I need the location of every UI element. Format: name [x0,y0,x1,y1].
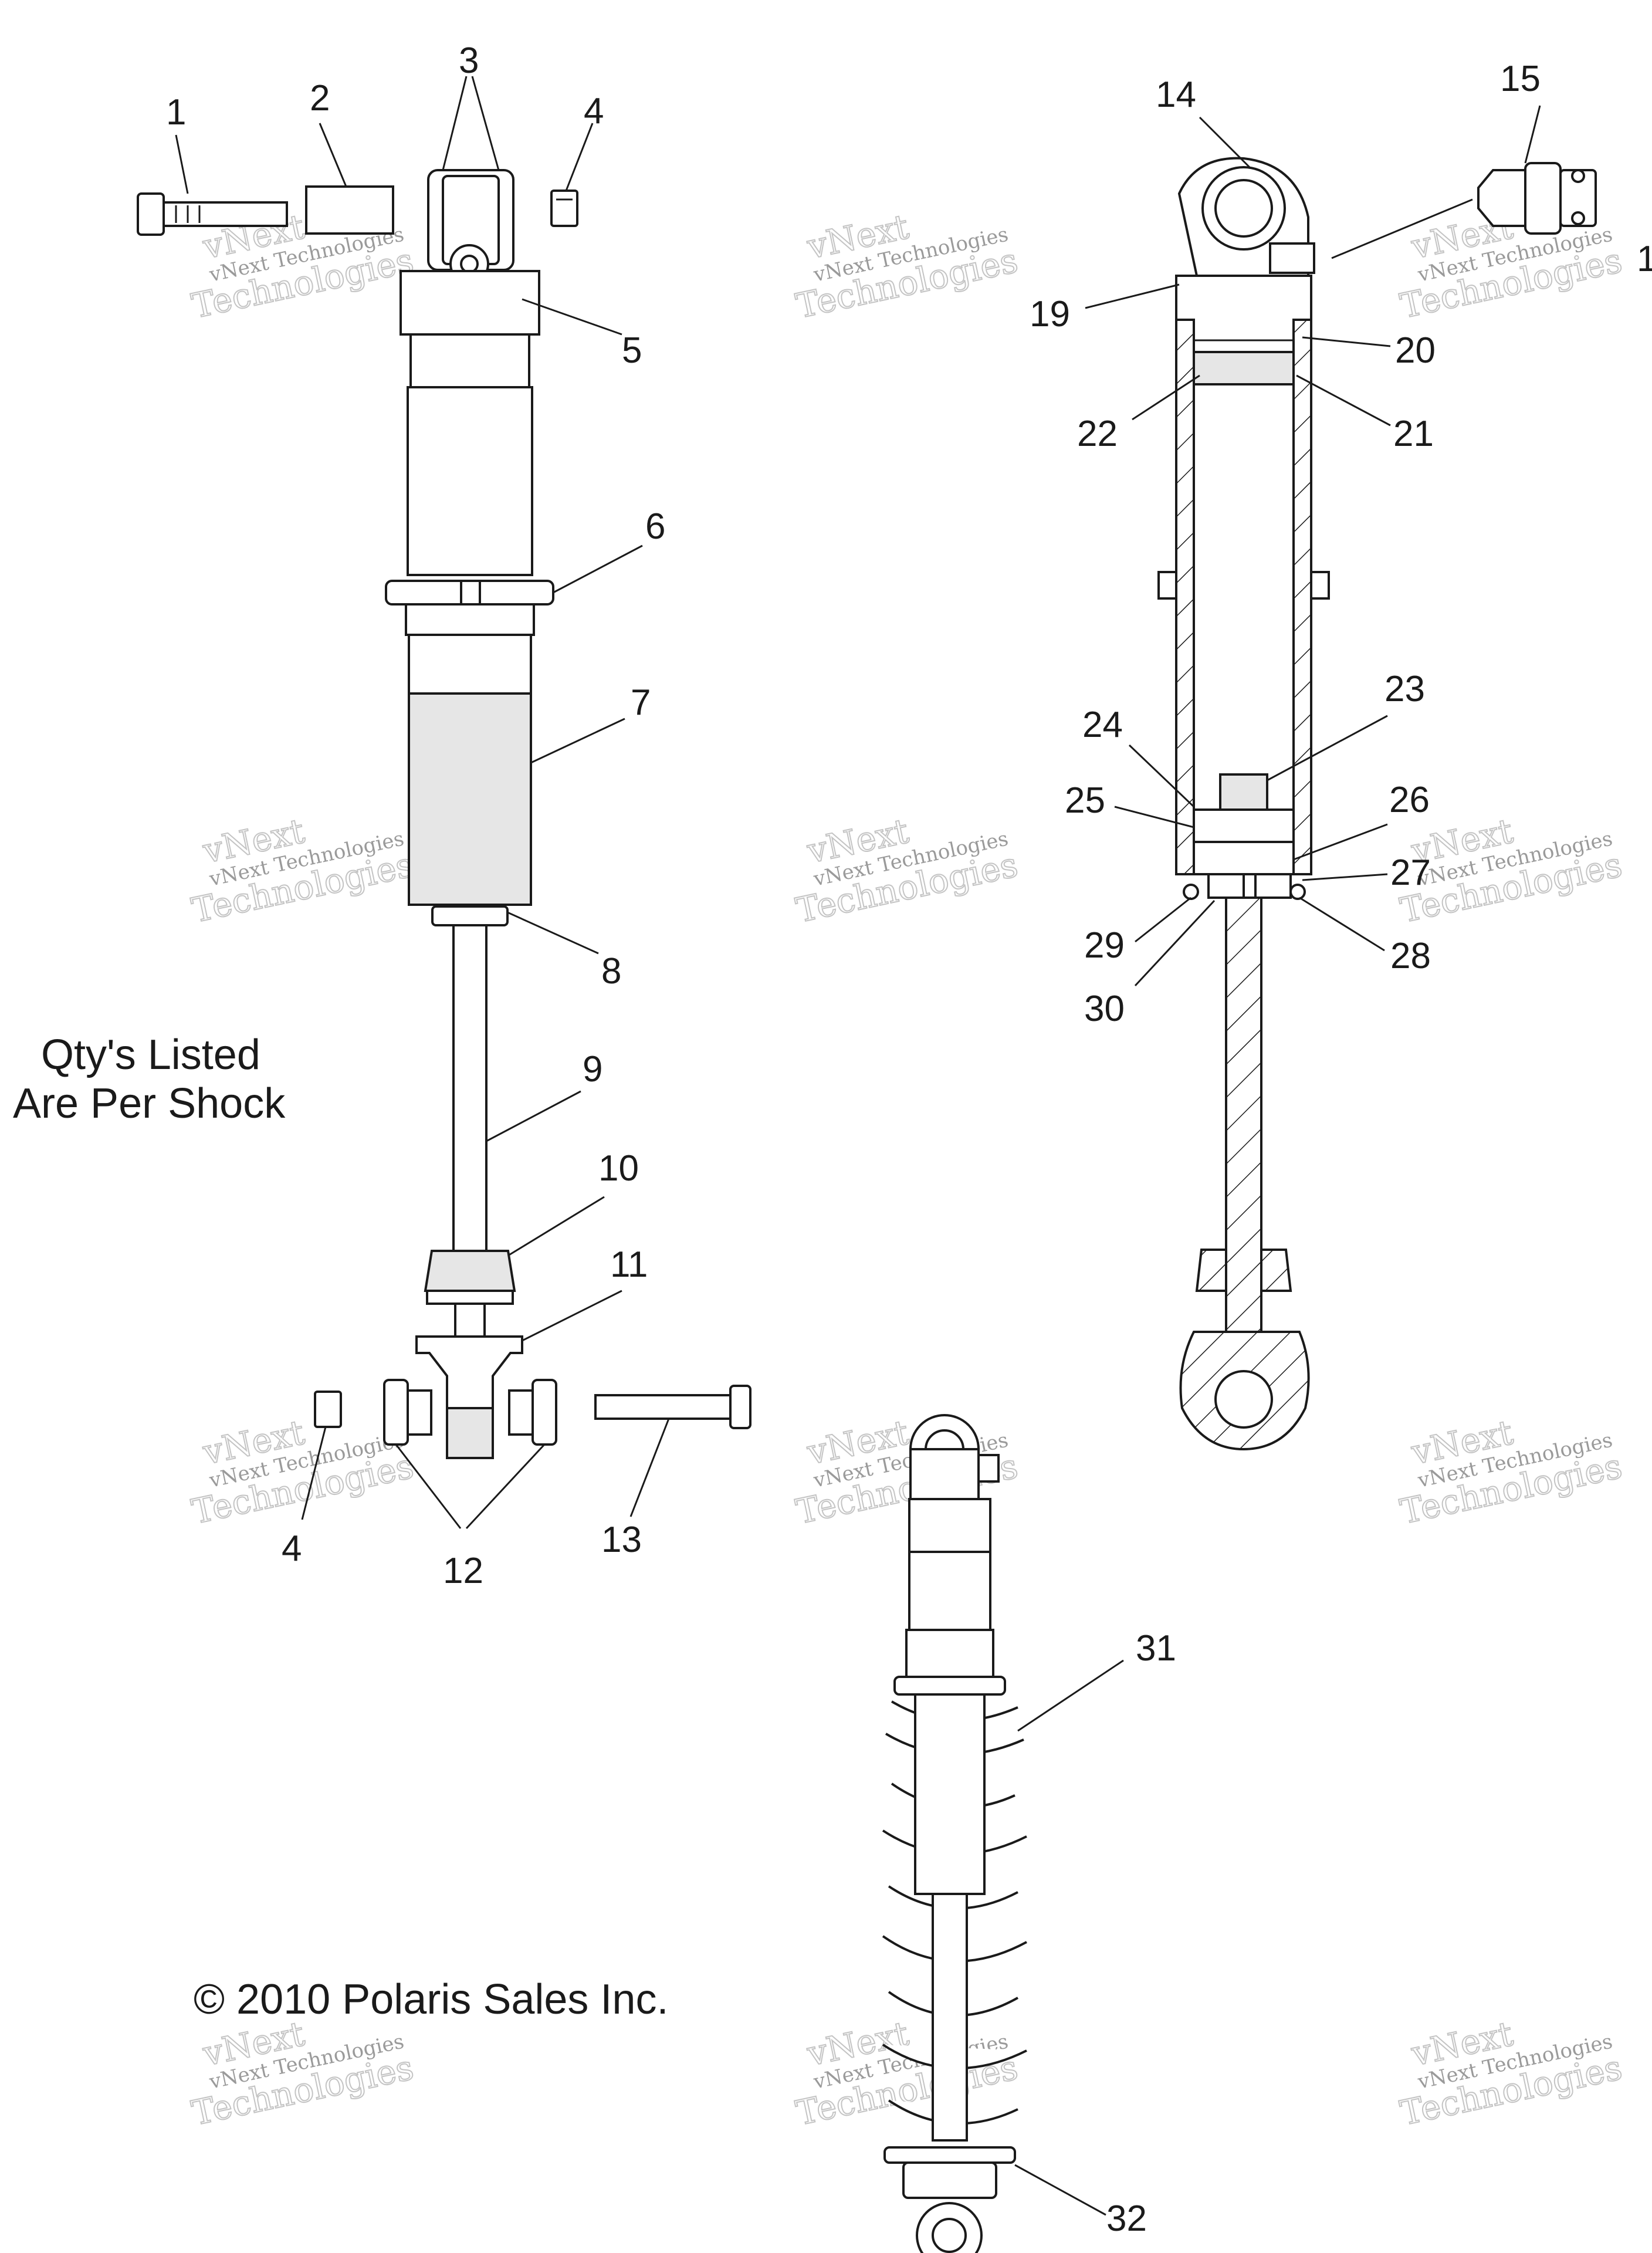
valve-core-detail [1331,162,1597,259]
watermark: vNext vNext Technologies Technologies [1396,206,1626,327]
shaft-part [452,924,488,1252]
bumper-part [424,1250,516,1292]
callout: 20 [1395,330,1436,371]
callout: 22 [1077,414,1118,454]
preload-ring-part [385,580,554,605]
callout: 3 [459,40,479,81]
callout: 7 [631,682,651,723]
callouts: 1 2 3 4 5 6 7 8 9 10 11 12 13 4 14 15 1 … [166,40,1652,2239]
right-bushing-sleeve-part [508,1389,534,1436]
cross-section-shock [1157,157,1330,1451]
callout: 27 [1390,853,1431,893]
callout: 25 [1065,780,1105,821]
qty-note-line-2: Are Per Shock [13,1080,286,1127]
bumper-base-part [426,1290,514,1305]
callout: 23 [1384,669,1425,709]
lower-clevis-part [415,1335,523,1459]
callout: 11 [610,1244,648,1285]
bolt-part [137,192,288,236]
floating-piston-part [1193,351,1295,385]
top-cap-part [400,270,540,336]
callout: 21 [1393,414,1434,454]
watermark: vNext vNext Technologies Technologies [1396,1412,1626,1533]
exploded-shock [137,169,751,1459]
callout: 2 [310,78,330,119]
nut-part [550,190,578,227]
left-wall-part [1175,319,1195,875]
leader-lines [175,76,1541,2216]
callout: 13 [601,1520,642,1560]
callout: 19 [1030,294,1070,334]
lower-nut-part [314,1391,342,1428]
spacer-part [305,185,394,235]
callout: 5 [622,330,642,371]
watermark: vNext vNext Technologies Technologies [1396,2013,1626,2134]
right-bushing-part [532,1379,557,1446]
top-eye-part [427,169,514,284]
callout: 30 [1084,989,1125,1029]
callout: 4 [584,91,604,131]
callout: 14 [1156,75,1196,115]
lower-bolt-part [594,1385,751,1429]
callout: 6 [645,506,665,547]
callout: 1 [1637,239,1652,279]
watermark: vNext vNext Technologies Technologies [188,1412,418,1533]
watermark: vNext vNext Technologies Technologies [792,810,1022,931]
callout: 9 [583,1049,602,1090]
assembled-shock [882,1414,1027,2253]
callout: 1 [166,92,186,133]
callout: 29 [1084,925,1125,966]
valve-fitting-part [1269,242,1315,274]
callout: 28 [1390,936,1431,976]
callout: 32 [1106,2198,1147,2239]
callout: 15 [1500,59,1541,99]
callout: 10 [598,1148,639,1189]
callout: 4 [282,1528,302,1569]
section-shaft-part [1225,897,1262,1368]
watermark: vNext vNext Technologies Technologies [188,810,418,931]
watermark: vNext vNext Technologies Technologies [792,206,1022,327]
copyright-text: © 2010 Polaris Sales Inc. [194,1976,668,2023]
body-part [407,386,533,576]
main-piston-part [1219,773,1268,811]
callout: 26 [1389,780,1430,820]
callout: 31 [1136,1628,1176,1669]
left-bushing-part [383,1379,409,1446]
right-wall-part [1292,319,1312,875]
lower-body-shaded-part [408,692,532,906]
callout: 8 [601,951,621,992]
lower-body-part [408,634,532,695]
callout: 12 [443,1551,483,1591]
body-upper-part [409,333,530,388]
collar-part [405,603,535,636]
seal-part [431,905,509,926]
callout: 24 [1082,705,1123,745]
qty-note-line-1: Qty's Listed [41,1031,260,1078]
left-bushing-sleeve-part [407,1389,432,1436]
shaft-lower-part [454,1303,486,1338]
